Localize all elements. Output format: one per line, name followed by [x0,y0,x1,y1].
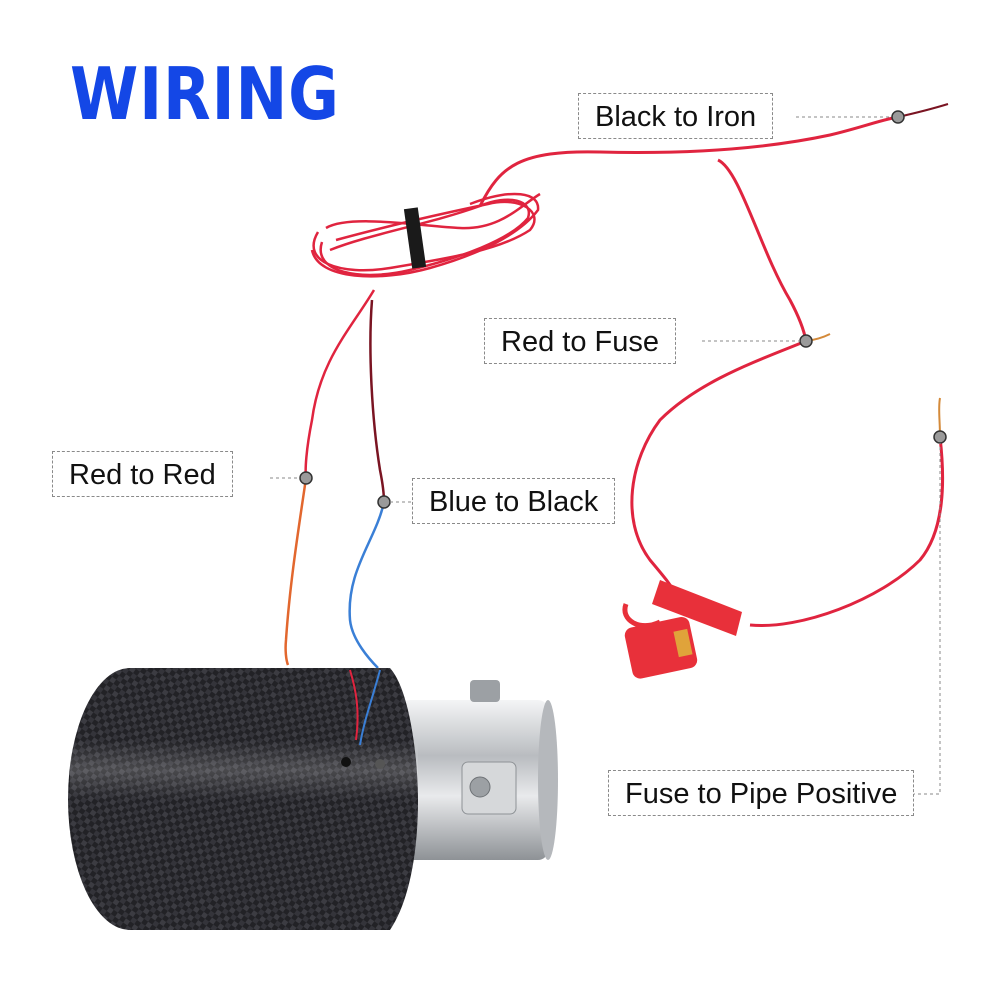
connection-dots [299,110,947,509]
wire-black-upper [369,299,386,503]
wire-red-upper [304,289,376,479]
dot-red-to-fuse [799,334,813,348]
wire-red-lower [284,477,308,666]
cable-tie [403,207,427,269]
wire-fuse-out [749,436,945,628]
wire-main [478,115,899,207]
fuse-holder [622,580,742,679]
page-title: WIRING [70,52,340,136]
dot-black-to-iron [891,110,905,124]
label-blue-to-black: Blue to Black [412,478,616,524]
label-red-to-fuse: Red to Fuse [484,318,676,364]
wire-fuse-in [630,339,807,595]
wire-to-fuse-link [717,158,808,342]
wire-coil [310,192,541,278]
label-black-to-iron: Black to Iron [578,93,774,139]
exhaust-tip [68,668,558,930]
label-fuse-to-pipe-positive: Fuse to Pipe Positive [608,770,915,816]
wire-iron-end [897,103,949,118]
dot-red-to-red [299,471,313,485]
label-red-to-red: Red to Red [52,451,233,497]
dot-fuse-to-pipe [933,430,947,444]
wire-blue-lower [348,501,386,669]
dot-blue-to-black [377,495,391,509]
leader-lines [270,116,941,795]
